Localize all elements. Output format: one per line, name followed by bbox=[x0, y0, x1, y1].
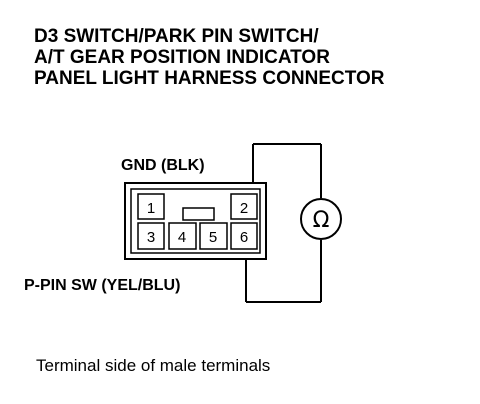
pin-number-3: 3 bbox=[147, 229, 155, 246]
locking-tab bbox=[182, 207, 215, 221]
ppin-label: P-PIN SW (YEL/BLU) bbox=[24, 277, 180, 294]
diagram-title: D3 SWITCH/PARK PIN SWITCH/ A/T GEAR POSI… bbox=[34, 26, 384, 89]
title-line-3: PANEL LIGHT HARNESS CONNECTOR bbox=[34, 68, 385, 89]
pin-number-2: 2 bbox=[240, 200, 248, 217]
title-line-2: A/T GEAR POSITION INDICATOR bbox=[34, 47, 330, 68]
pin-cell-4 bbox=[168, 222, 197, 250]
caption: Terminal side of male terminals bbox=[36, 356, 271, 375]
pin-cell-5 bbox=[199, 222, 228, 250]
ohmmeter-icon: Ω bbox=[300, 198, 342, 240]
pin-number-4: 4 bbox=[178, 229, 186, 246]
pin-number-1: 1 bbox=[147, 200, 155, 217]
pin-number-5: 5 bbox=[209, 229, 217, 246]
pin-cell-6 bbox=[230, 222, 258, 250]
pin-number-6: 6 bbox=[240, 229, 248, 246]
title-line-1: D3 SWITCH/PARK PIN SWITCH/ bbox=[34, 26, 319, 47]
gnd-label: GND (BLK) bbox=[121, 157, 205, 174]
pin-cell-1 bbox=[137, 193, 165, 220]
ohm-symbol: Ω bbox=[313, 208, 330, 233]
pin-cell-3 bbox=[137, 222, 165, 250]
pin-cell-2 bbox=[230, 193, 258, 220]
